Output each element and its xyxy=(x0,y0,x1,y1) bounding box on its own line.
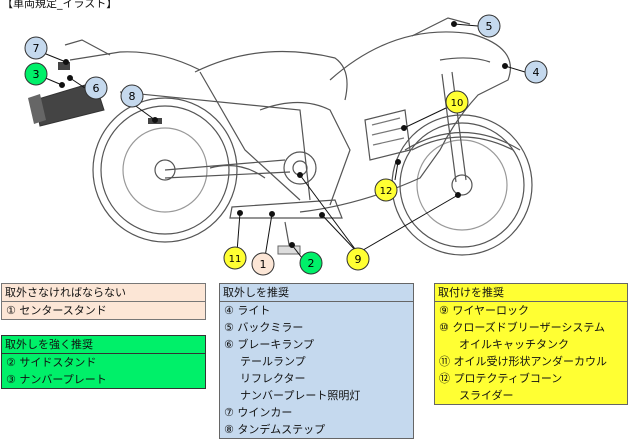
rec-box-item: ⑥ ブレーキランプ xyxy=(224,338,315,351)
rec-box-item: ⑦ ウインカー xyxy=(224,406,293,419)
tail-light-block xyxy=(58,62,70,70)
rec-box-item: ④ ライト xyxy=(224,304,271,317)
leader-lines xyxy=(35,21,526,259)
marker-2: 2 xyxy=(299,251,323,275)
rec-box-item: ⑧ タンデムステップ xyxy=(224,423,326,436)
svg-text:4: 4 xyxy=(533,66,540,79)
marker-4: 4 xyxy=(524,60,548,84)
att-box-item: ⑪ オイル受け形状アンダーカウル xyxy=(439,355,608,368)
marker-9: 9 xyxy=(346,247,370,271)
rec-box-item: ⑤ バックミラー xyxy=(224,321,304,334)
rec-box-item: テールランプ xyxy=(240,355,306,368)
svg-text:8: 8 xyxy=(129,90,136,103)
must-remove-title: 取外さなければならない xyxy=(2,284,205,302)
strongly-recommended-removal-box: 取外しを強く推奨 ② サイドスタンド ③ ナンバープレート xyxy=(1,335,206,389)
strong-box-title: 取外しを強く推奨 xyxy=(2,336,205,354)
marker-8: 8 xyxy=(120,84,144,108)
marker-11: 11 xyxy=(223,246,247,270)
att-box-item: ⑫ プロテクティブコーン xyxy=(439,372,563,385)
rear-tire xyxy=(92,97,238,243)
svg-text:6: 6 xyxy=(93,82,100,95)
side-stand-foot xyxy=(277,245,301,255)
marker-12: 12 xyxy=(374,178,398,202)
svg-text:7: 7 xyxy=(33,42,40,55)
svg-text:11: 11 xyxy=(229,254,242,265)
markers: 7 3 6 8 5 4 10 12 xyxy=(24,14,548,276)
att-box-title: 取付けを推奨 xyxy=(435,284,627,302)
strong-box-item: ③ ナンバープレート xyxy=(2,371,205,388)
marker-7: 7 xyxy=(24,36,48,60)
front-tire xyxy=(391,114,533,256)
marker-3: 3 xyxy=(24,62,48,86)
rec-box-title: 取外しを推奨 xyxy=(220,284,413,302)
marker-5: 5 xyxy=(477,14,501,38)
motorcycle-illustration: 7 3 6 8 5 4 10 12 xyxy=(24,14,548,276)
strong-box-item: ② サイドスタンド xyxy=(2,354,205,371)
marker-10: 10 xyxy=(445,90,469,114)
marker-6: 6 xyxy=(84,76,108,100)
svg-text:3: 3 xyxy=(33,68,40,81)
rec-box-item: リフレクター xyxy=(240,372,306,385)
page-title: 【車両規定_イラスト】 xyxy=(2,0,118,10)
att-box-item: ⑨ ワイヤーロック xyxy=(439,304,530,317)
svg-text:2: 2 xyxy=(308,257,315,270)
motorcycle-line-art xyxy=(64,17,533,256)
svg-text:5: 5 xyxy=(486,20,493,33)
svg-text:10: 10 xyxy=(451,98,464,109)
rec-box-item: ナンバープレート照明灯 xyxy=(240,389,361,402)
marker-1: 1 xyxy=(251,252,275,276)
svg-text:9: 9 xyxy=(355,253,362,266)
att-box-item: ⑩ クローズドブリーザーシステム xyxy=(439,321,606,334)
must-remove-box: 取外さなければならない ① センタースタンド xyxy=(1,283,206,320)
att-box-item: スライダー xyxy=(459,389,514,402)
svg-text:1: 1 xyxy=(260,258,267,271)
recommended-attachment-box: 取付けを推奨 ⑨ ワイヤーロック ⑩ クローズドブリーザーシステム オイルキャッ… xyxy=(434,283,628,405)
svg-text:12: 12 xyxy=(380,186,393,197)
recommended-removal-box: 取外しを推奨 ④ ライト ⑤ バックミラー ⑥ ブレーキランプ テールランプ リ… xyxy=(219,283,414,439)
must-remove-item: ① センタースタンド xyxy=(2,302,205,319)
att-box-item: オイルキャッチタンク xyxy=(459,338,569,351)
